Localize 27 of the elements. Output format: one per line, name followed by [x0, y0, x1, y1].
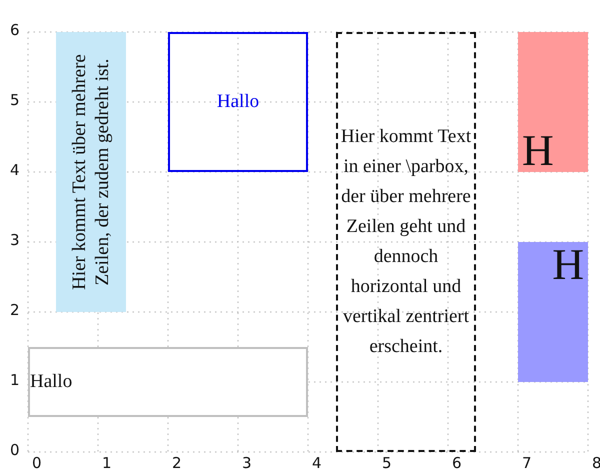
- filled-box: [518, 32, 588, 172]
- axis-tick-label: 2: [172, 455, 182, 471]
- text: Hallo: [30, 371, 72, 393]
- axis-tick-label: 0: [10, 442, 20, 458]
- text: H: [522, 126, 554, 176]
- axis-tick-label: 3: [242, 455, 252, 471]
- axis-tick-label: 1: [10, 372, 20, 388]
- text: Hier kommt Text über mehrere Zeilen, der zudem gedreht ist.: [68, 53, 114, 292]
- text: H: [552, 240, 584, 290]
- axis-tick-label: 6: [10, 22, 20, 38]
- axis-tick-label: 5: [382, 455, 392, 471]
- axis-tick-label: 6: [452, 455, 462, 471]
- axis-tick-label: 2: [10, 302, 20, 318]
- filled-box: [518, 242, 588, 382]
- rotated-text-panel: [56, 32, 126, 312]
- dashed-box: [336, 32, 476, 452]
- axis-tick-label: 0: [32, 455, 42, 471]
- axis-tick-label: 3: [10, 232, 20, 248]
- axis-tick-label: 5: [10, 92, 20, 108]
- axis-tick-label: 1: [102, 455, 112, 471]
- text: Hier kommt Text in einer \parbox, der über mehrere Zeilen geht und dennoch horizontal und vertikal zentriert erscheint.: [340, 125, 472, 359]
- outlined-box: [28, 347, 308, 417]
- axis-tick-label: 4: [312, 455, 322, 471]
- outlined-box: [168, 32, 308, 172]
- axis-tick-label: 7: [522, 455, 532, 471]
- text: Hallo: [216, 90, 260, 114]
- axis-tick-label: 4: [10, 162, 20, 178]
